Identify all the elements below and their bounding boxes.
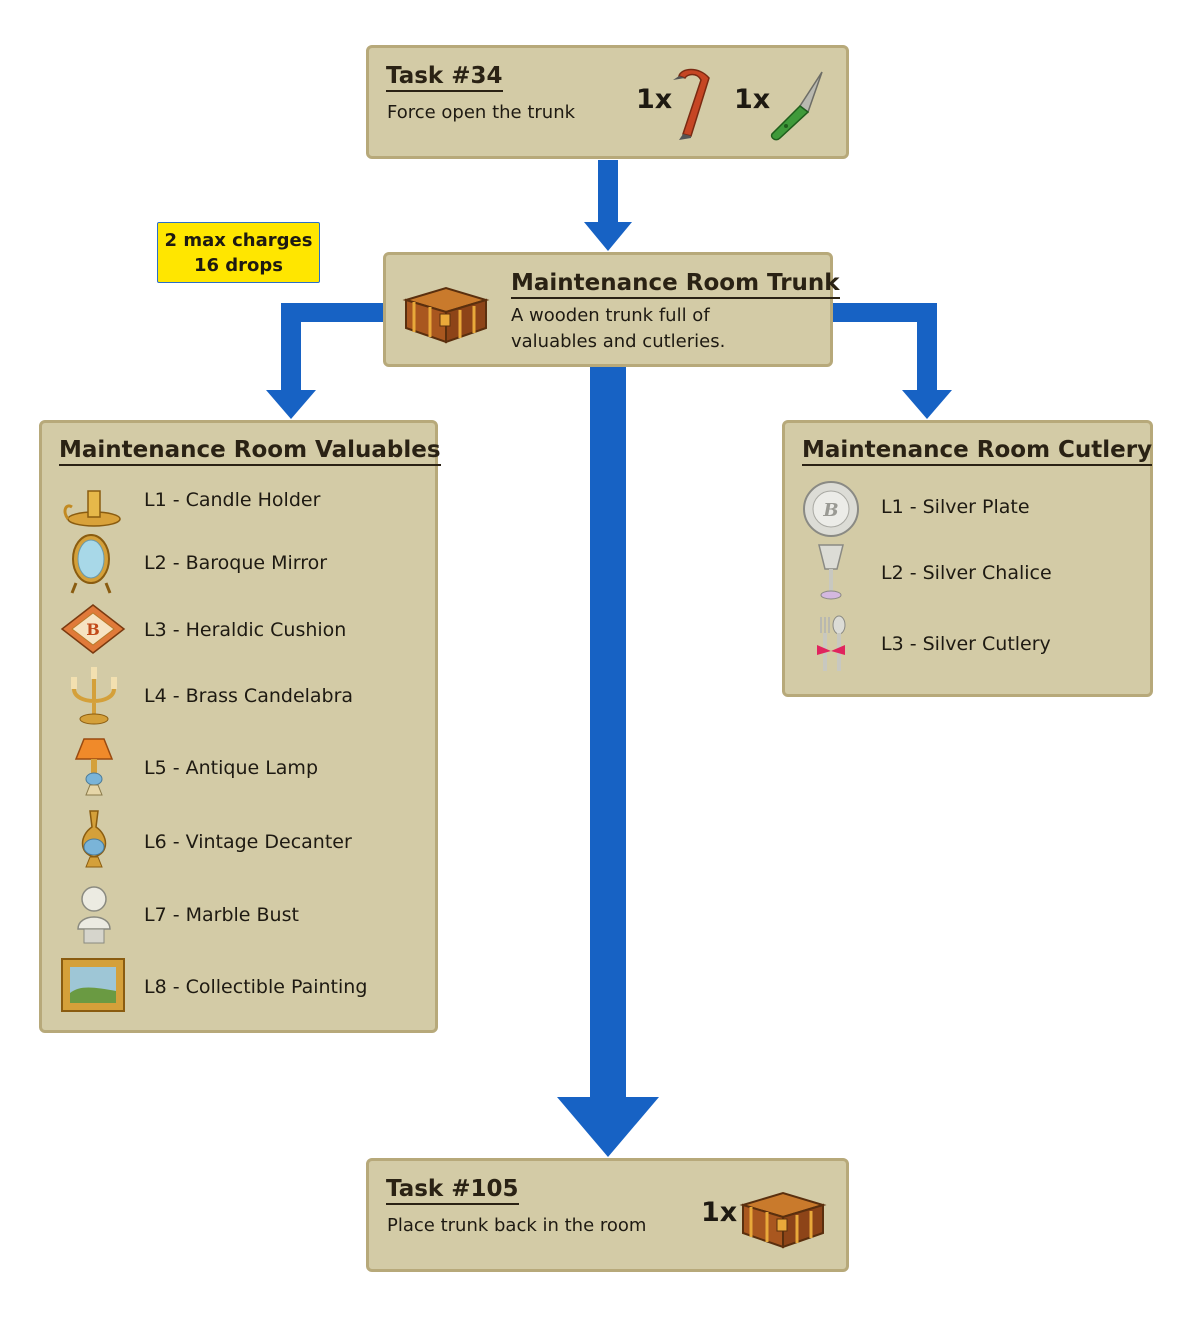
task-start-description: Force open the trunk	[387, 102, 576, 123]
task-end-description: Place trunk back in the room	[387, 1215, 647, 1236]
trunk-desc-line2: valuables and cutleries.	[511, 331, 726, 352]
valuables-item-8: L8 - Collectible Painting	[144, 976, 368, 998]
crowbar-icon	[673, 68, 710, 140]
bust-icon	[77, 886, 111, 944]
cutlery-item-2: L2 - Silver Chalice	[881, 562, 1052, 584]
charges-badge: 2 max charges 16 drops	[157, 222, 320, 283]
knife-icon	[770, 71, 823, 141]
cushion-icon: B	[60, 604, 126, 654]
cutlery-panel: Maintenance Room Cutlery B L1 - Silver P…	[782, 420, 1153, 697]
arrow-trunk-to-end-head	[557, 1097, 659, 1157]
lamp-icon	[74, 738, 114, 796]
arrow-right-horizontal	[833, 303, 937, 322]
valuables-item-3: L3 - Heraldic Cushion	[144, 619, 347, 641]
charges-badge-line1: 2 max charges	[164, 230, 313, 251]
painting-icon	[61, 958, 125, 1012]
arrow-trunk-to-end-shaft	[590, 367, 626, 1098]
arrow-task-to-trunk-shaft	[598, 160, 618, 222]
cutlery-item-3: L3 - Silver Cutlery	[881, 633, 1051, 655]
arrow-task-to-trunk-head	[584, 222, 632, 251]
arrow-left-head	[266, 390, 316, 419]
trunk-title: Maintenance Room Trunk	[511, 270, 840, 299]
svg-text:B: B	[822, 500, 838, 521]
valuables-item-4: L4 - Brass Candelabra	[144, 685, 354, 707]
trunk-desc-line1: A wooden trunk full of	[511, 305, 710, 326]
candelabra-icon	[71, 667, 117, 725]
arrow-right-vertical	[917, 303, 937, 391]
candle-holder-icon	[63, 490, 121, 527]
cutlery-item-1: L1 - Silver Plate	[881, 496, 1030, 518]
task-end-panel: Task #105 Place trunk back in the room 1…	[366, 1158, 849, 1272]
requirement-qty-2: 1x	[734, 84, 771, 115]
arrow-right-head	[902, 390, 952, 419]
task-start-title: Task #34	[386, 63, 503, 92]
trunk-icon	[739, 1191, 827, 1249]
cutlery-icon	[817, 615, 846, 671]
valuables-item-5: L5 - Antique Lamp	[144, 757, 319, 779]
valuables-item-2: L2 - Baroque Mirror	[144, 552, 328, 574]
task-end-title: Task #105	[386, 1176, 519, 1205]
arrow-left-vertical	[281, 303, 301, 391]
valuables-item-6: L6 - Vintage Decanter	[144, 831, 352, 853]
task-start-panel: Task #34 Force open the trunk 1x 1x	[366, 45, 849, 159]
mirror-icon	[70, 534, 112, 594]
decanter-icon	[81, 810, 107, 868]
trunk-panel: Maintenance Room Trunk A wooden trunk fu…	[383, 252, 840, 367]
plate-icon: B	[803, 481, 859, 537]
svg-text:B: B	[86, 620, 100, 639]
trunk-icon	[402, 286, 490, 344]
valuables-item-1: L1 - Candle Holder	[144, 489, 321, 511]
valuables-title: Maintenance Room Valuables	[59, 437, 441, 466]
charges-badge-line2: 16 drops	[193, 255, 284, 276]
arrow-left-horizontal	[281, 303, 385, 322]
requirement-qty-1: 1x	[636, 84, 673, 115]
cutlery-title: Maintenance Room Cutlery	[802, 437, 1153, 466]
valuables-item-7: L7 - Marble Bust	[144, 904, 299, 926]
chalice-icon	[818, 544, 844, 600]
task-end-requirement-qty: 1x	[701, 1197, 738, 1228]
valuables-panel: Maintenance Room Valuables L1 - Candle H…	[39, 420, 441, 1033]
